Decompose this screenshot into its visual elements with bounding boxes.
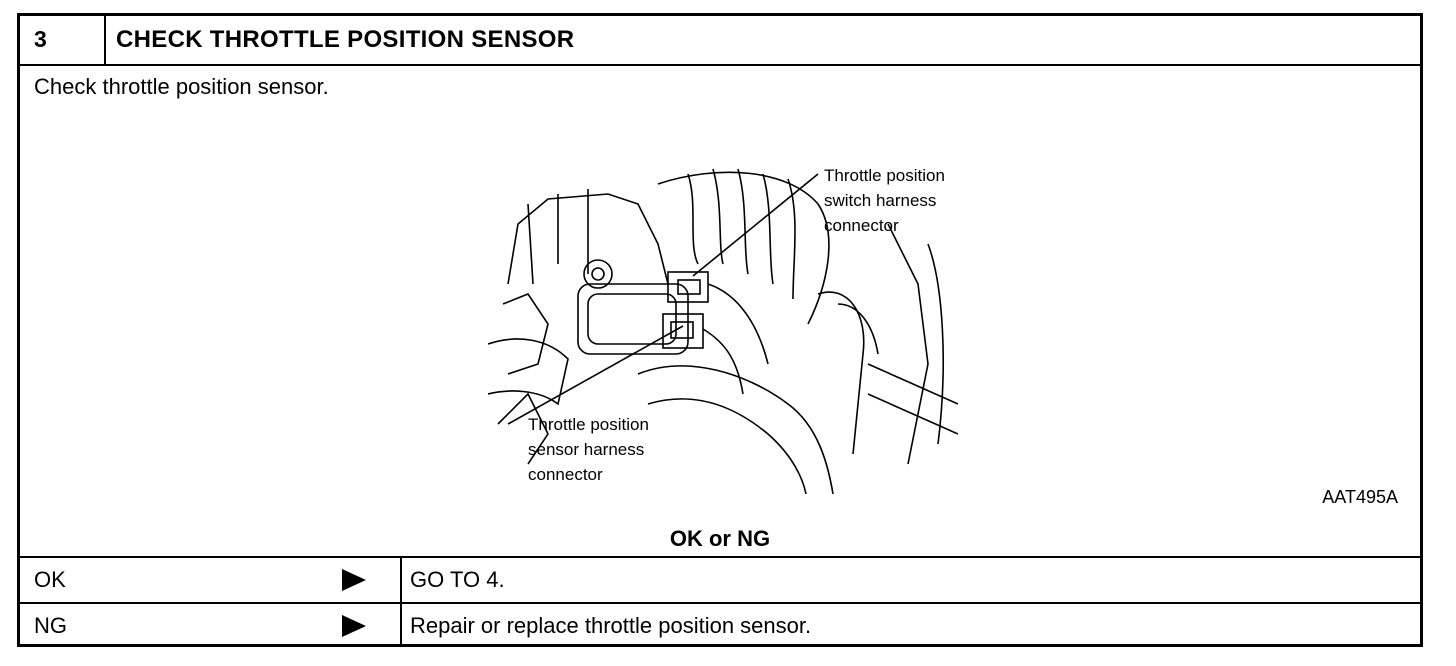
callout-sensor-line-2: sensor harness xyxy=(528,440,644,459)
engine-drawing: Throttle position switch harness connect… xyxy=(487,166,959,495)
callout-switch-line-3: connector xyxy=(824,216,899,235)
result-label-ok: OK xyxy=(34,567,66,592)
instruction-text: Check throttle position sensor. xyxy=(34,74,329,99)
result-heading: OK or NG xyxy=(669,526,771,551)
step-header: 3 CHECK THROTTLE POSITION SENSOR xyxy=(20,16,1420,66)
engine-illustration: Throttle position switch harness connect… xyxy=(487,164,959,495)
callout-switch-line-2: switch harness xyxy=(824,191,936,210)
step-table: 3 CHECK THROTTLE POSITION SENSOR Check t… xyxy=(17,13,1423,647)
result-row-ok: OK GO TO 4. xyxy=(20,558,1420,604)
callout-switch-line-1: Throttle position xyxy=(824,166,945,185)
column-divider xyxy=(400,604,402,644)
callout-sensor-line-1: Throttle position xyxy=(528,415,649,434)
result-label-ng: NG xyxy=(34,613,67,638)
arrow-right-icon xyxy=(342,615,366,637)
result-action-ok: GO TO 4. xyxy=(410,567,505,592)
column-divider xyxy=(400,558,402,602)
result-action-ng: Repair or replace throttle position sens… xyxy=(410,613,812,638)
step-number-cell: 3 xyxy=(20,16,106,64)
figure-code: AAT495A xyxy=(1322,487,1398,507)
callout-sensor-line-3: connector xyxy=(528,465,603,484)
arrow-right-icon xyxy=(342,569,366,591)
step-number: 3 xyxy=(34,26,47,52)
step-body: Check throttle position sensor. xyxy=(20,64,1420,558)
step-title: CHECK THROTTLE POSITION SENSOR xyxy=(116,26,575,53)
result-row-ng: NG Repair or replace throttle position s… xyxy=(20,604,1420,644)
